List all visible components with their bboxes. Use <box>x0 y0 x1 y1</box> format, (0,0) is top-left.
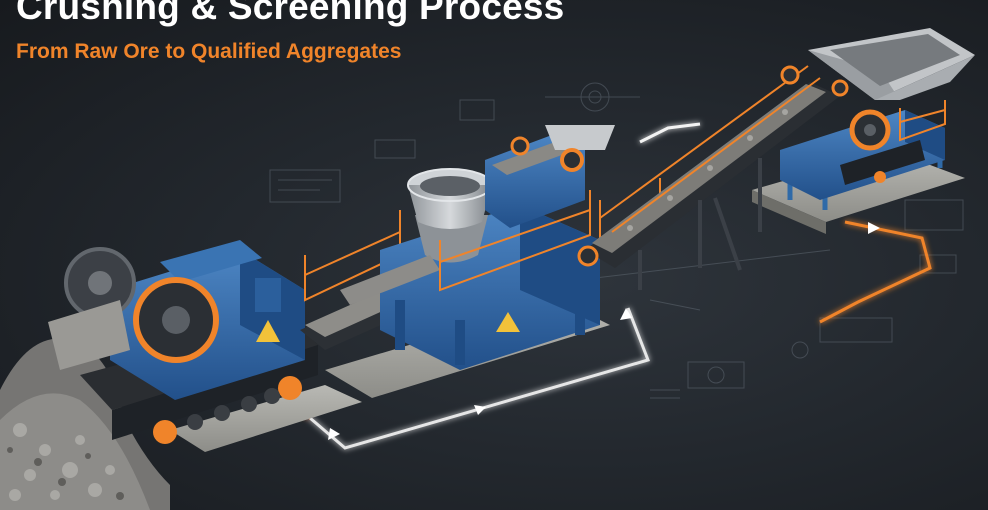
incline-conveyor <box>577 65 840 290</box>
cone-crusher-icon <box>340 168 661 370</box>
page-subtitle: From Raw Ore to Qualified Aggregates <box>16 40 402 63</box>
page-title: Crushing & Screening Process <box>16 0 565 27</box>
jaw-crusher-icon <box>48 240 318 444</box>
flow-arrow-icon <box>328 222 880 440</box>
feed-hopper-icon <box>780 28 975 210</box>
screening-unit <box>485 125 615 228</box>
blueprint-sketches <box>269 82 964 399</box>
warning-sign-icon <box>256 320 280 342</box>
gravel-pile <box>0 338 170 510</box>
